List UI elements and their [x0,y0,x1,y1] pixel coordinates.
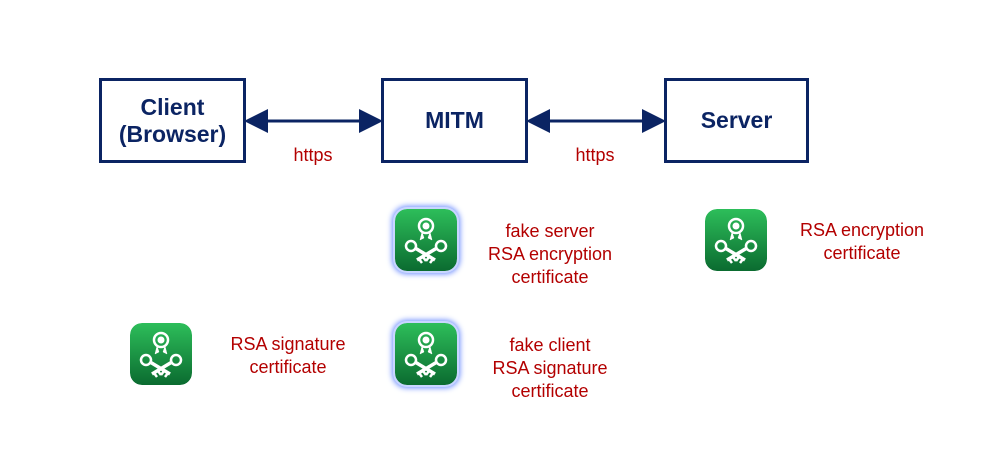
connection-label-left: https [293,145,333,165]
client-certificate-line-1: RSA signature [230,334,346,354]
fake-client-certificate-line-2: RSA signature [492,358,608,378]
certificate-keys-icon [395,323,457,385]
client-certificate-line-2: certificate [249,357,327,377]
server-node: Server [664,78,809,163]
fake-server-certificate-line-1: fake server [505,221,595,241]
fake-server-certificate-line-3: certificate [511,267,589,287]
certificate-keys-icon [705,209,767,271]
mitm-node-label: MITM [425,107,484,133]
connection-label-right: https [575,145,615,165]
fake-client-certificate-line-1: fake client [509,335,591,355]
mitm-node: MITM [381,78,528,163]
fake-server-certificate-label: fake server RSA encryption certificate [470,220,630,289]
client-node-line-1: Client [140,93,205,120]
server-node-label: Server [700,107,773,133]
certificate-keys-icon [130,323,192,385]
client-certificate-label: RSA signature certificate [198,333,378,379]
fake-server-certificate-line-2: RSA encryption [487,244,613,264]
client-node: Client (Browser) [99,78,246,163]
client-node-line-2: (Browser) [118,120,227,147]
certificate-keys-icon [395,209,457,271]
fake-client-certificate-label: fake client RSA signature certificate [470,334,630,403]
fake-client-certificate-line-3: certificate [511,381,589,401]
server-certificate-label: RSA encryption certificate [782,219,942,265]
server-certificate-line-2: certificate [823,243,901,263]
server-certificate-line-1: RSA encryption [799,220,925,240]
